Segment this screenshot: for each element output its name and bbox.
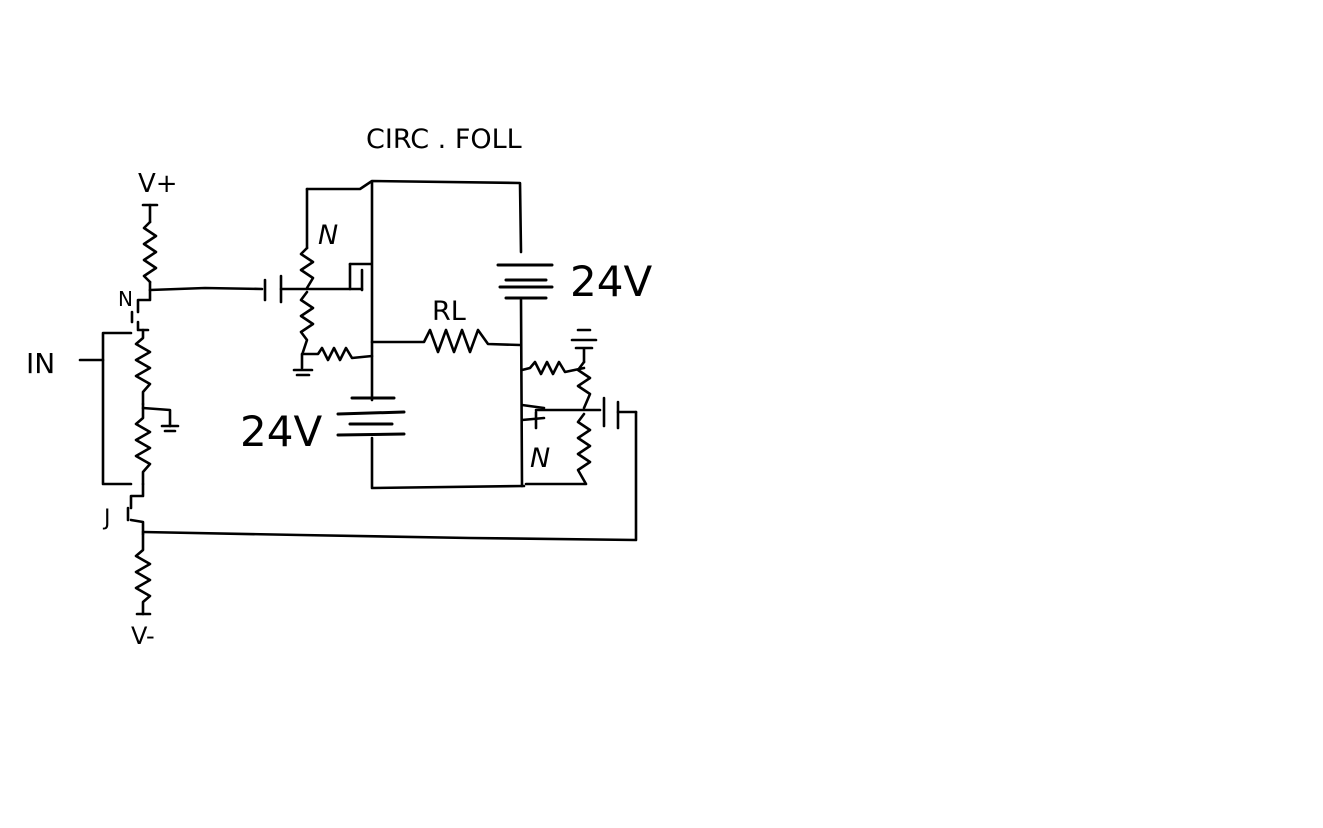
v-minus-label: V-: [131, 622, 155, 650]
left-battery-label: 24V: [240, 407, 322, 456]
bias-resistor-lower: [299, 290, 315, 370]
tap-ground-icon: [160, 424, 180, 433]
middle-resistor-lower: [134, 402, 152, 486]
tap-to-ground-wire: [141, 406, 172, 428]
left-battery-plate-4: [336, 432, 406, 437]
v-plus-label: V+: [138, 169, 178, 199]
bottom-resistor: [134, 532, 152, 616]
top-rail-wire: [305, 179, 523, 254]
bias-resistor-upper: [299, 246, 315, 290]
jfet-type-label: J: [102, 506, 111, 531]
middle-resistor-upper: [134, 328, 152, 406]
left-mosfet-channel: [348, 180, 374, 402]
load-resistor: [370, 328, 522, 354]
feedback-return-wire: [141, 410, 638, 542]
load-resistor-label: RL: [432, 296, 466, 327]
left-battery-plate-2: [336, 410, 406, 416]
top-transistor-type-label: N: [118, 287, 133, 311]
right-battery-to-bottom-wire: [519, 298, 524, 488]
right-mosfet-channel: [520, 403, 546, 430]
right-ground-icon: [570, 328, 598, 364]
right-bias-resistor-to-rail: [520, 360, 586, 376]
input-bracket-wire: [101, 331, 133, 486]
bias-to-source-resistor: [300, 346, 374, 362]
top-transistor-symbol: [130, 288, 152, 332]
left-transistor-type-label: N: [318, 220, 338, 251]
left-battery-to-bottom-wire: [370, 436, 526, 490]
left-mosfet-gate: [348, 262, 364, 291]
jfet-symbol: [126, 482, 145, 536]
right-battery-label: 24V: [570, 257, 652, 306]
right-bias-resistor-lower: [524, 412, 592, 486]
bias-ground-icon: [292, 368, 314, 377]
right-bias-resistor-upper: [576, 360, 592, 410]
input-label: IN: [26, 347, 55, 380]
top-resistor: [142, 220, 158, 284]
title-label: CIRC . FOLL: [366, 124, 522, 155]
bottom-transistor-type-label: N: [530, 443, 550, 474]
coupling-wire-to-capacitor: [148, 286, 264, 292]
